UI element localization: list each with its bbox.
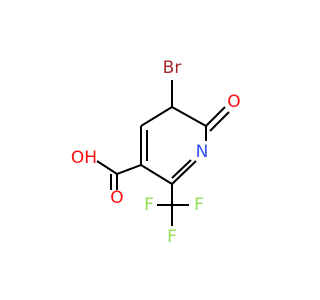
bromine-label: Br (163, 58, 182, 78)
bond-c6-o-inner (209, 111, 230, 132)
molecule-structure: Br O N OH O F F F (71, 58, 241, 247)
bond-c5-c6 (171, 106, 207, 127)
acid-oxygen-label: O (110, 188, 123, 208)
bond-c2-n-inner (171, 159, 192, 179)
bond-c2-n (171, 160, 197, 185)
ketone-oxygen-label: O (227, 92, 240, 112)
fluorine-2-label: F (194, 195, 204, 215)
bond-c5-c4 (140, 106, 173, 127)
bond-c6-o (205, 106, 226, 127)
bond-c3-c2 (140, 164, 173, 185)
fluorine-3-label: F (167, 227, 177, 247)
fluorine-1-label: F (144, 195, 154, 215)
ring-nitrogen-label: N (196, 142, 209, 162)
acid-oh-label: OH (71, 148, 97, 168)
bond-c3-cooh (116, 164, 142, 175)
bond-cooh-oh (96, 160, 118, 175)
